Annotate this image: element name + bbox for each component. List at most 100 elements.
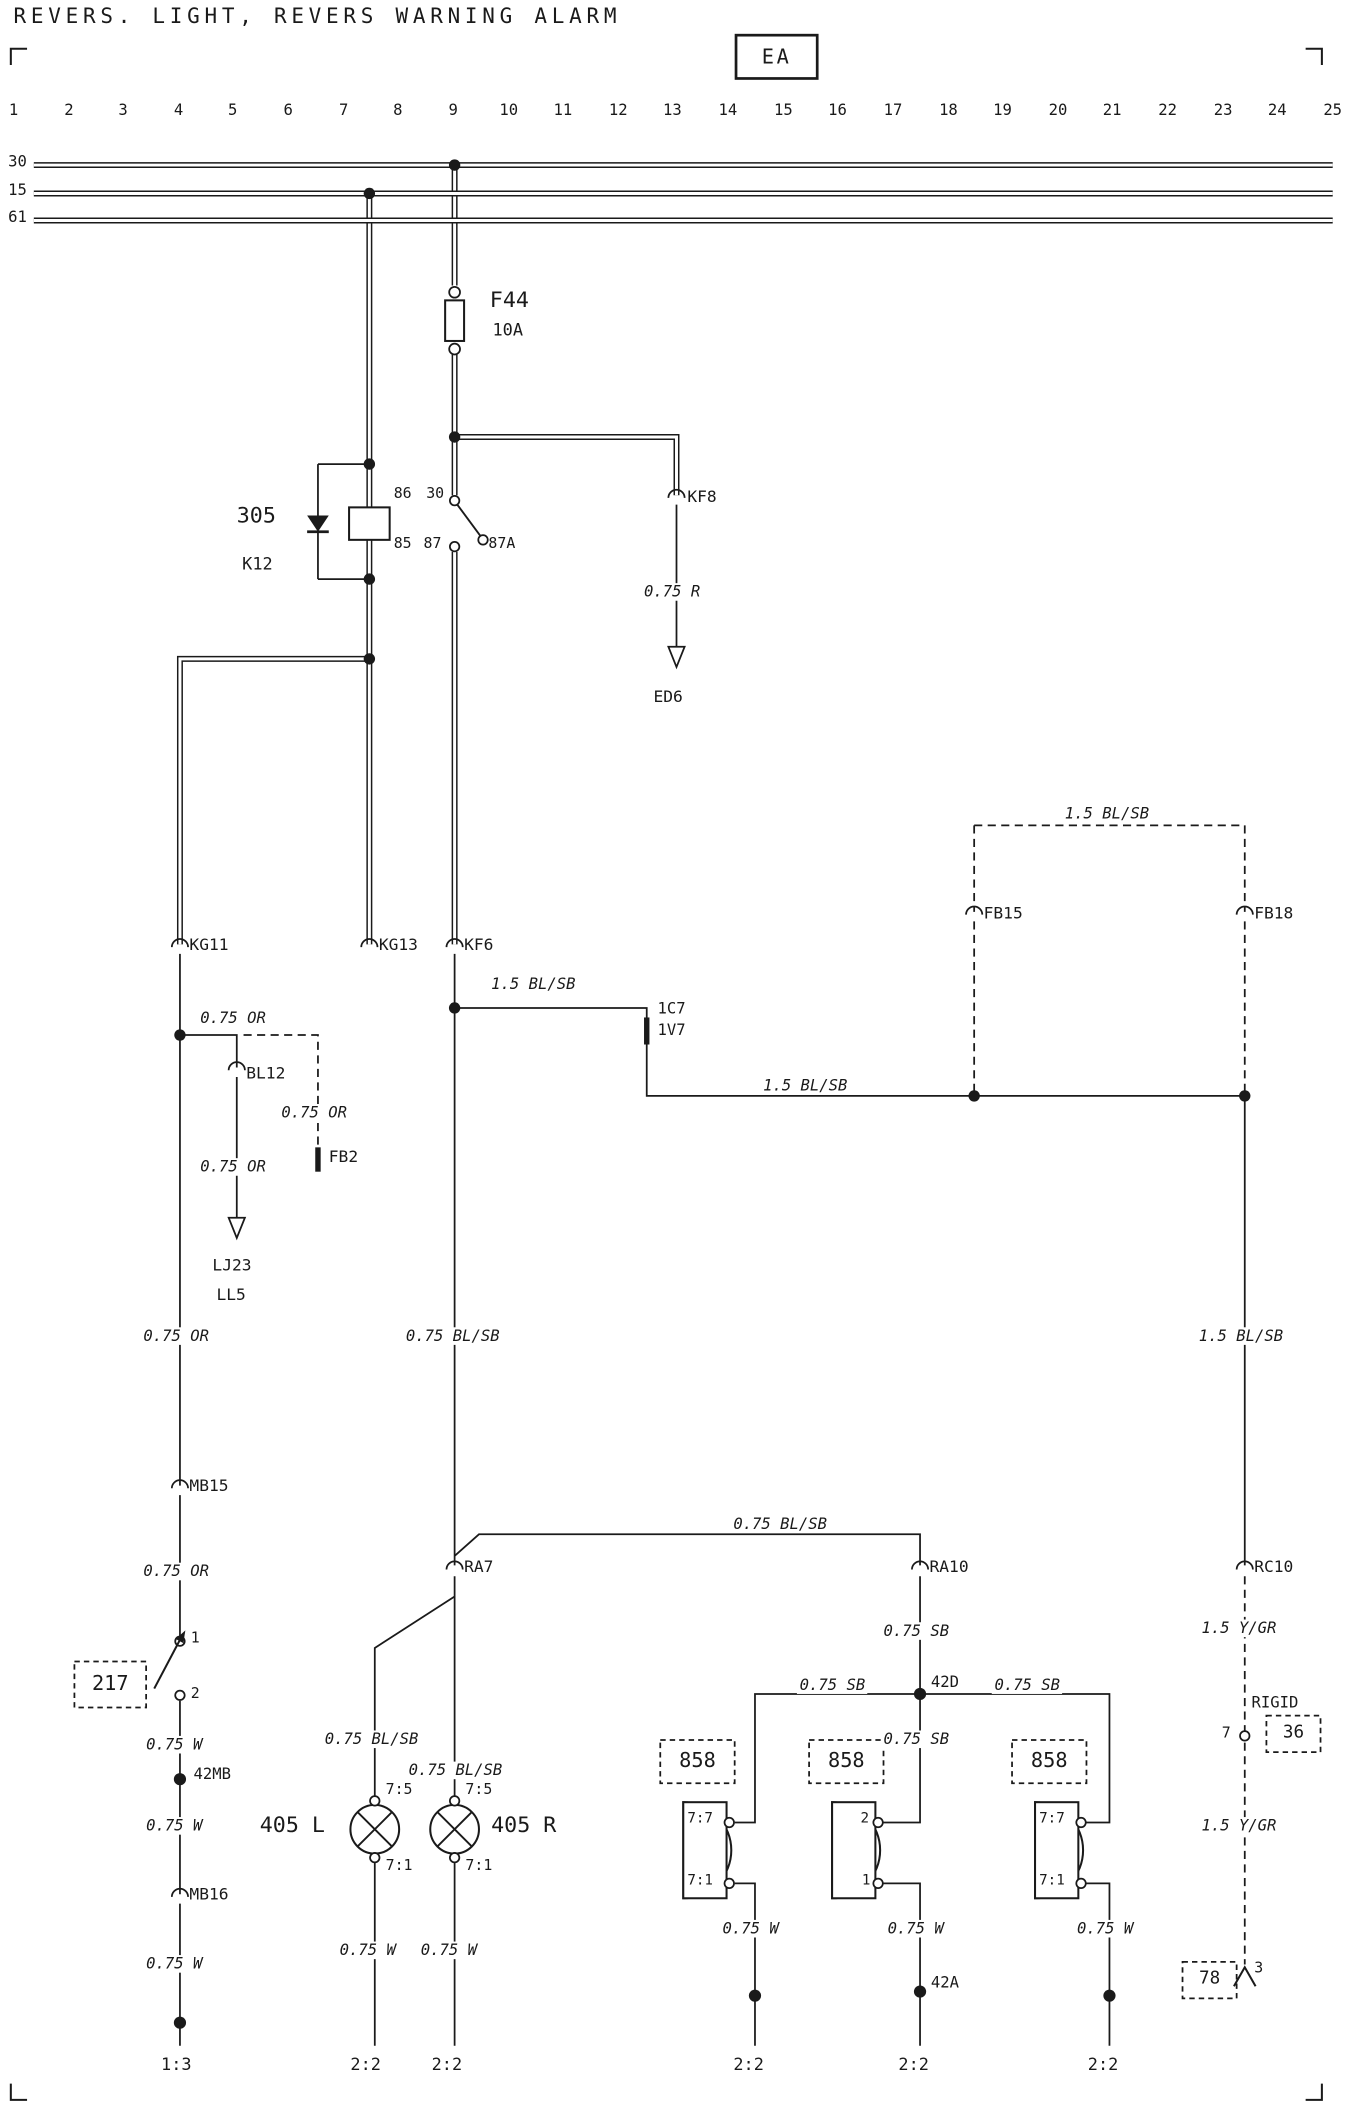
- relay-terminal-87a: [477, 534, 489, 546]
- relay-terminal-87: [448, 540, 461, 553]
- variant-wires-dashed: [243, 824, 1246, 1965]
- wire-label: 0.75 OR: [197, 1157, 269, 1177]
- diode-icon: [307, 515, 329, 532]
- rigid-variant-label: RIGID: [1251, 1692, 1299, 1712]
- splice-42mb: [173, 1773, 187, 1786]
- wire-label: 1.5 Y/GR: [1198, 1816, 1280, 1835]
- connector-36-pin-label: 7: [1221, 1723, 1231, 1742]
- grid-column-number: 17: [883, 100, 903, 120]
- section-code: EA: [761, 44, 792, 70]
- grid-column-number: 21: [1102, 100, 1122, 120]
- bus-lines-core: [33, 163, 1333, 223]
- buzzer-pin-label: 1: [861, 1872, 871, 1889]
- wire-label: 0.75 W: [143, 1735, 206, 1754]
- wire-label: 0.75 R: [641, 582, 703, 602]
- connector-label-kg13: KG13: [378, 934, 418, 954]
- ground-ref-label: 2:2: [1087, 2053, 1119, 2075]
- connector-label-rc10: RC10: [1254, 1557, 1294, 1577]
- bus-label-61: 61: [8, 207, 27, 226]
- grid-column-number: 7: [338, 100, 349, 120]
- splice-label-42d: 42D: [930, 1672, 959, 1692]
- fuse-rating: 10A: [492, 319, 524, 340]
- wire-label: 0.75 W: [143, 1816, 206, 1835]
- buzzer-symbol-2: [831, 1801, 884, 1900]
- buzzer-858-label: 858: [679, 1748, 716, 1773]
- grid-column-number: 6: [283, 100, 293, 120]
- relay-pin-87a: 87A: [488, 534, 516, 553]
- frame-corner-marks: [9, 47, 1323, 2101]
- wire-label: 0.75 SB: [880, 1730, 952, 1749]
- connector-ra10: [911, 1560, 930, 1570]
- relay-pin-30: 30: [426, 484, 445, 502]
- wire-label: 1.5 BL/SB: [488, 975, 579, 994]
- wire-label: 1.5 BL/SB: [760, 1076, 851, 1095]
- grid-column-number: 16: [828, 100, 847, 120]
- connector-label-fb18: FB18: [1254, 903, 1294, 923]
- ground-ref-label: 2:2: [733, 2053, 764, 2075]
- relay-terminal-30: [448, 494, 461, 507]
- connector-kg11: [170, 938, 189, 948]
- ground-ref-label: 1:3: [161, 2053, 192, 2075]
- buzzer-pin-label: 7:1: [1039, 1872, 1065, 1889]
- lamp-symbol-right: [429, 1795, 480, 1864]
- buzzer-858-label: 858: [827, 1748, 865, 1773]
- wire-label: 0.75 OR: [197, 1008, 269, 1028]
- grid-column-number: 8: [393, 100, 403, 120]
- grid-column-number: 2: [64, 100, 74, 120]
- box-buzzer-858-2: [808, 1739, 885, 1785]
- fuse-terminal-bottom: [448, 342, 461, 356]
- connector-label-kg11: KG11: [189, 934, 229, 954]
- splice-42a: [913, 1985, 927, 1998]
- switch-arm-arrowhead: [175, 1630, 186, 1644]
- component-78-pin-label: 3: [1254, 1959, 1264, 1977]
- wire-label: 0.75 W: [719, 1919, 782, 1938]
- switch-217-label: 217: [91, 1671, 129, 1696]
- connector-label-mb16: MB16: [189, 1884, 229, 1904]
- grid-column-number: 1: [8, 100, 19, 120]
- destination-label-ed6: ED6: [653, 687, 683, 707]
- relay-pin-86: 86: [393, 484, 412, 502]
- buzzer-pin-label: 2: [860, 1810, 870, 1827]
- wire-label: 0.75 W: [143, 1954, 206, 1973]
- component-symbols: [73, 285, 1322, 2000]
- grid-column-number: 25: [1323, 100, 1343, 120]
- switch-pin-1-label: 1: [190, 1629, 200, 1647]
- fuse-terminal-top: [448, 285, 461, 299]
- buzzer-pin-label: 7:7: [1039, 1810, 1065, 1827]
- grid-column-number: 9: [448, 100, 458, 120]
- connector-kg13: [360, 938, 379, 948]
- connector-label-ra10: RA10: [929, 1557, 969, 1577]
- wire-label: 0.75 OR: [140, 1562, 212, 1581]
- connector-symbols: [170, 488, 1254, 1898]
- relay-name: 305: [236, 501, 276, 528]
- switch-pin-2-label: 2: [190, 1684, 200, 1703]
- wire-label: 0.75 BL/SB: [405, 1761, 506, 1780]
- wire-label: 0.75 W: [336, 1941, 399, 1960]
- lamp-pin-label: 7:5: [385, 1780, 413, 1799]
- connector-label-mb15: MB15: [189, 1476, 229, 1496]
- wire-label: 1.5 BL/SB: [1062, 804, 1152, 823]
- lamp-right-name: 405 R: [491, 1811, 557, 1838]
- wire-label: 0.75 SB: [991, 1675, 1063, 1695]
- wire-label: 0.75 SB: [796, 1675, 868, 1695]
- buzzer-pin-label: 7:7: [687, 1810, 713, 1827]
- connector-label-ra7: RA7: [464, 1557, 494, 1577]
- fuse-name: F44: [489, 286, 529, 313]
- wire-label: 0.75 BL/SB: [322, 1730, 422, 1749]
- page-title: REVERS. LIGHT, REVERS WARNING ALARM: [13, 4, 622, 29]
- box-buzzer-858-3: [1011, 1739, 1088, 1785]
- wire-label: 1.5 Y/GR: [1198, 1619, 1280, 1638]
- connector-label-1v7: 1V7: [657, 1020, 686, 1040]
- component-78-label: 78: [1198, 1968, 1221, 1989]
- relay-pin-87: 87: [423, 534, 442, 553]
- connector-label-fb2: FB2: [328, 1147, 359, 1167]
- grid-column-number: 14: [718, 100, 738, 120]
- grid-column-number: 23: [1213, 100, 1233, 120]
- fuse-body: [444, 299, 466, 342]
- connector-fb18: [1235, 905, 1254, 915]
- wire-label: 0.75 W: [884, 1919, 947, 1938]
- section-code-box: EA: [734, 33, 819, 80]
- bus-label-30: 30: [8, 151, 27, 171]
